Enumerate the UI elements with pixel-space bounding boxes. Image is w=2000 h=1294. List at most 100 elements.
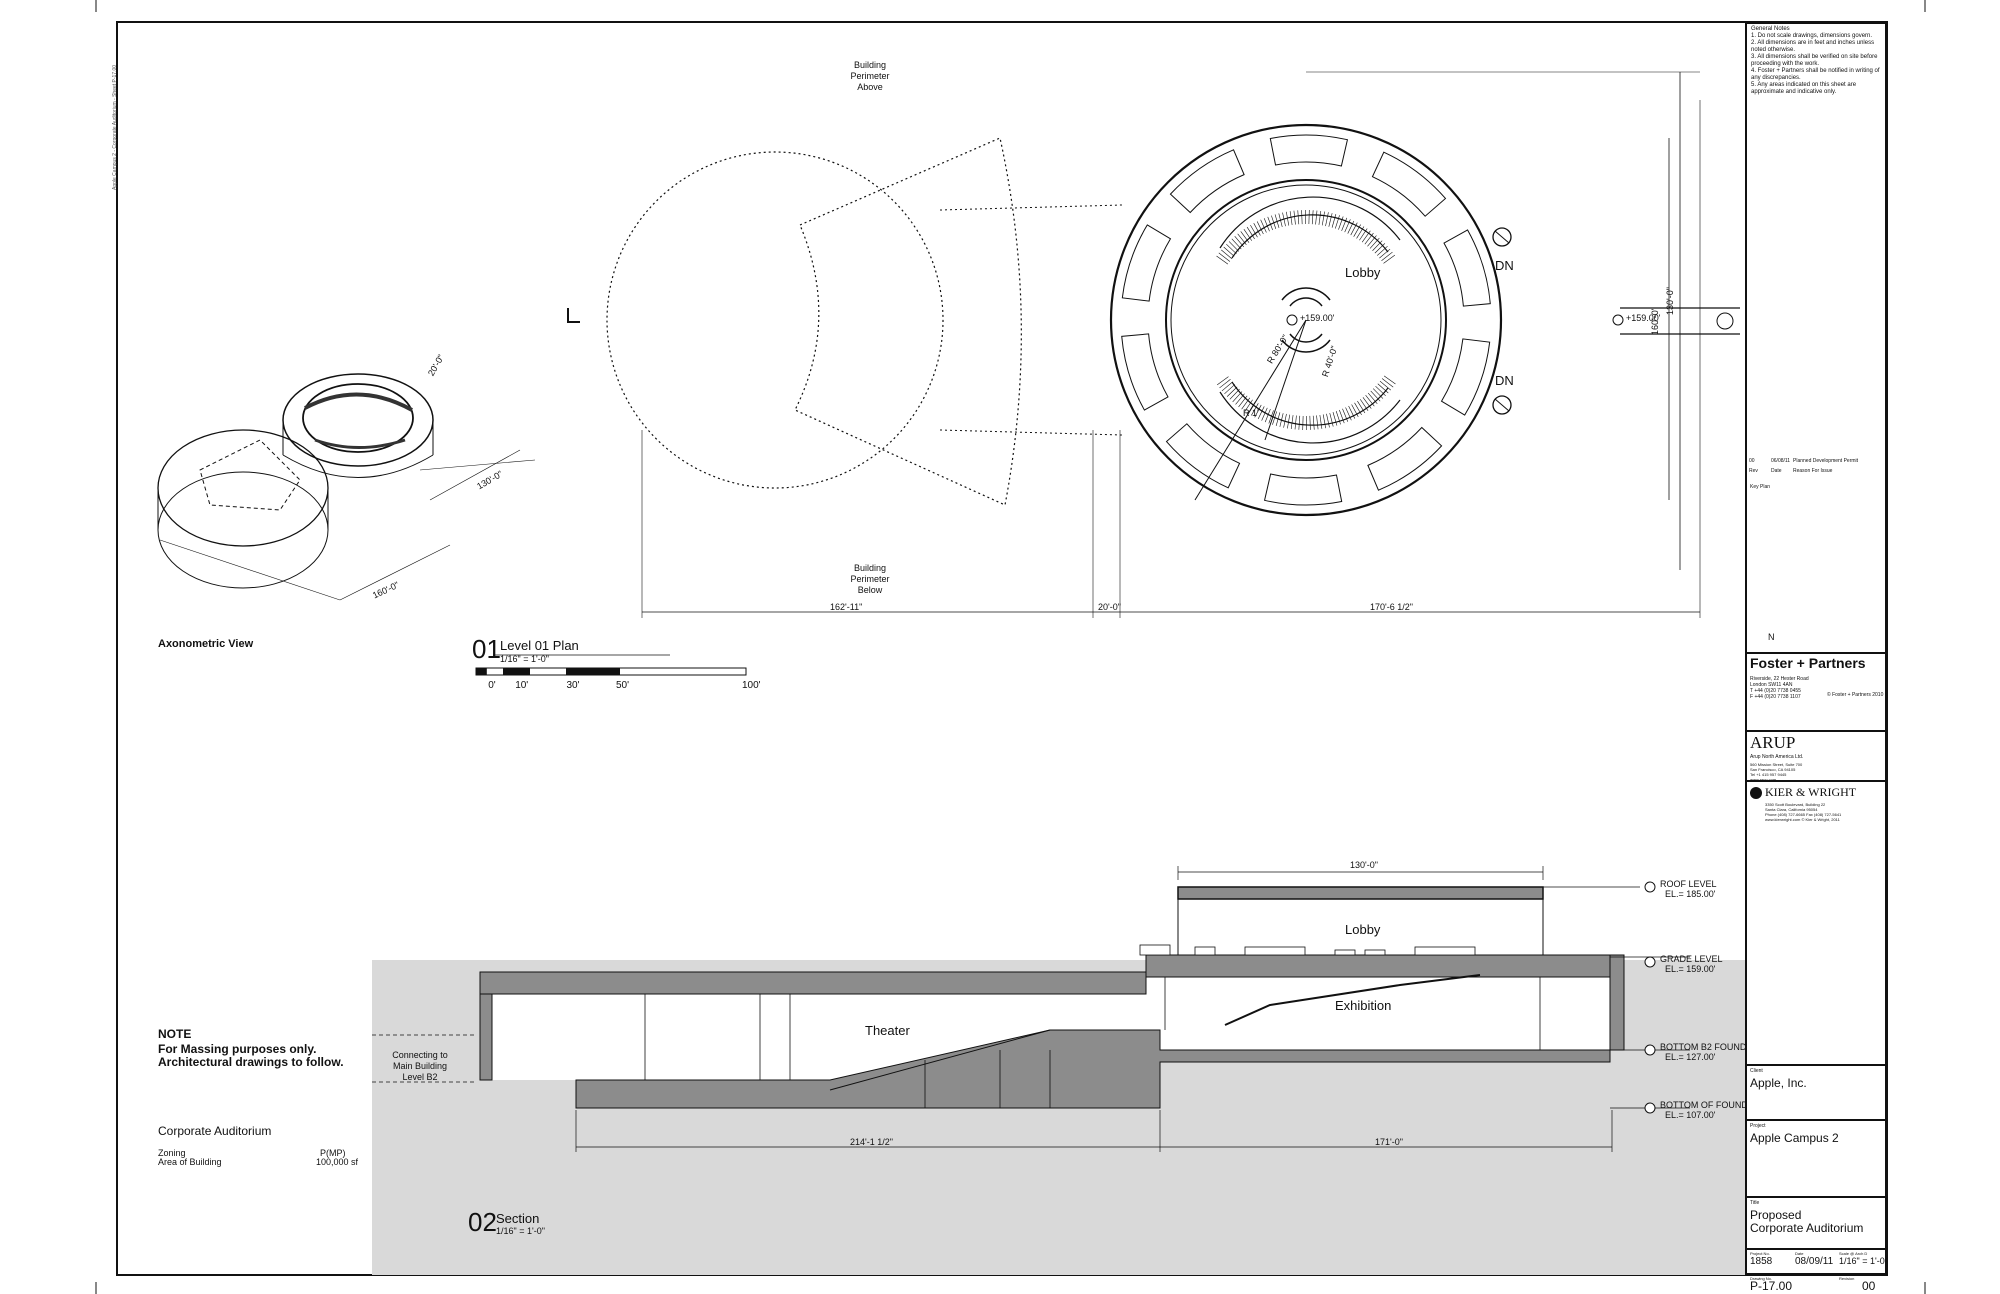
revision-reason: Planned Development Permit xyxy=(1793,458,1859,464)
engineer-address-3: Tel +1 415 957 9445 xyxy=(1750,772,1787,777)
level-roof-elev: EL.= 185.00' xyxy=(1665,889,1716,899)
civil-address-3: Phone (408) 727-6665 Fax (408) 727-5641 xyxy=(1765,812,1842,817)
level-grade-name: GRADE LEVEL xyxy=(1660,954,1723,964)
general-note-2: 2. All dimensions are in feet and inches… xyxy=(1751,40,1875,53)
architect-address-3: T +44 (0)20 7738 0455 xyxy=(1750,688,1801,694)
revision-header-reason: Reason For Issue xyxy=(1793,468,1833,474)
level-b2-elev: EL.= 127.00' xyxy=(1665,1052,1716,1062)
general-note-4: 4. Foster + Partners shall be notified i… xyxy=(1751,68,1880,81)
level-foundation-elev: EL.= 107.00' xyxy=(1665,1110,1716,1120)
section-dim-bottom-right: 171'-0" xyxy=(1375,1137,1403,1147)
project-info-row: Project No. 1858 Date 08/09/11 Scale @ A… xyxy=(1747,1248,1888,1273)
architect-address-1: Riverside, 22 Hester Road xyxy=(1750,676,1809,682)
level-roof-name: ROOF LEVEL xyxy=(1660,879,1717,889)
north-label: N xyxy=(1768,632,1775,642)
engineer-address-1: 560 Mission Street, Suite 700 xyxy=(1750,762,1803,767)
client-block: Client Apple, Inc. xyxy=(1747,1064,1885,1119)
svg-text:0': 0' xyxy=(488,680,496,691)
section-dim-top: 130'-0" xyxy=(1350,860,1378,870)
project-label: Project xyxy=(1750,1123,1766,1129)
general-note-1: 1. Do not scale drawings, dimensions gov… xyxy=(1751,33,1873,39)
scale-bar-plan: 0'10'30'50'100' xyxy=(475,667,761,691)
key-plan-label: Key Plan xyxy=(1750,484,1771,490)
drawing-no-row: Drawing No. P-17.00 Revision 00 xyxy=(1747,1273,1885,1293)
civil-name: KIER & WRIGHT xyxy=(1765,785,1857,799)
general-note-5: 5. Any areas indicated on this sheet are… xyxy=(1751,82,1857,95)
zoning-title: Corporate Auditorium xyxy=(158,1124,272,1138)
project-block: Project Apple Campus 2 xyxy=(1747,1119,1885,1196)
engineer-block: ARUP Arup North America Ltd. 560 Mission… xyxy=(1747,730,1885,782)
plan-drawing-number: 01 xyxy=(472,634,501,664)
note-line-1: For Massing purposes only. xyxy=(158,1042,317,1056)
perimeter-above-label: Building Perimeter Above xyxy=(850,60,890,92)
title-block: General Notes 1. Do not scale drawings, … xyxy=(1745,22,1888,1293)
civil-address-2: Santa Clara, California 95054 xyxy=(1765,807,1818,812)
architect-name: Foster + Partners xyxy=(1750,655,1866,671)
project-no-label: Project No. xyxy=(1750,1251,1770,1256)
radius-label-3: R 1' xyxy=(1243,408,1259,418)
engineer-sub: Arup North America Ltd. xyxy=(1750,754,1804,760)
level-foundation-name: BOTTOM OF FOUNDATION xyxy=(1660,1100,1775,1110)
scale-label: Scale @ Arch D xyxy=(1839,1251,1868,1256)
title-line-1: Proposed xyxy=(1750,1208,1802,1222)
auditorium-outer-wall xyxy=(1109,123,1503,517)
title-line-2: Corporate Auditorium xyxy=(1750,1221,1864,1235)
building-perimeter-dotted xyxy=(606,151,944,489)
drawing-no: P-17.00 xyxy=(1750,1279,1793,1293)
spot-elev-center: +159.00' xyxy=(1300,313,1335,323)
dn-label-bottom: DN xyxy=(1495,373,1514,388)
plan-drawing-title: Level 01 Plan xyxy=(500,638,579,653)
project-name: Apple Campus 2 xyxy=(1750,1131,1839,1145)
area-value: 100,000 sf xyxy=(316,1157,359,1167)
drawing-no-label: Drawing No. xyxy=(1750,1276,1773,1281)
civil-address-4: www.kierwright.com © Kier & Wright, 2011 xyxy=(1765,817,1840,822)
svg-text:100': 100' xyxy=(742,680,761,691)
crop-marks xyxy=(95,0,1926,1294)
auditorium-inner-wall xyxy=(1165,179,1447,461)
level-grade-elev: EL.= 159.00' xyxy=(1665,964,1716,974)
engineer-name: ARUP xyxy=(1750,733,1796,752)
revision-value: 00 xyxy=(1862,1279,1876,1293)
section-drawing-title: Section xyxy=(496,1211,540,1226)
engineer-address: 560 Mission Street, Suite 700 San Franci… xyxy=(1750,762,1802,782)
kier-wright-logo-icon xyxy=(1750,787,1762,799)
section-drawing-scale: 1/16" = 1'-0" xyxy=(496,1226,545,1236)
svg-text:30': 30' xyxy=(567,680,580,691)
revision-label: Revision xyxy=(1839,1276,1855,1281)
seating-arc-bottom xyxy=(1219,381,1401,444)
sheet-title-block: Title Proposed Corporate Auditorium xyxy=(1747,1196,1885,1248)
seating-arc-top xyxy=(1219,196,1401,259)
pentagon-dotted xyxy=(794,137,1022,506)
client-name: Apple, Inc. xyxy=(1750,1076,1807,1090)
plan-drawing-scale: 1/16" = 1'-0" xyxy=(500,654,549,664)
section-drawing xyxy=(372,866,1745,1275)
dn-label-top: DN xyxy=(1495,258,1514,273)
project-no: 1858 xyxy=(1750,1256,1773,1267)
date-label: Date xyxy=(1795,1251,1804,1256)
title-label: Title xyxy=(1750,1200,1760,1206)
section-dim-bottom-left: 214'-1 1/2" xyxy=(850,1137,893,1147)
engineer-address-4: www.arup.com xyxy=(1750,777,1777,782)
architect-block: Foster + Partners Riverside, 22 Hester R… xyxy=(1747,652,1885,730)
central-core xyxy=(1281,287,1331,353)
note-heading: NOTE xyxy=(158,1027,192,1041)
section-exhibition-label: Exhibition xyxy=(1335,998,1392,1013)
dim-mid: 20'-0" xyxy=(1098,602,1121,612)
level-b2-name: BOTTOM B2 FOUNDATION xyxy=(1660,1042,1774,1052)
civil-address-1: 3350 Scott Boulevard, Building 22 xyxy=(1765,802,1826,807)
dim-vertical: 130'-0" xyxy=(1665,287,1675,315)
date-value: 08/09/11 xyxy=(1795,1256,1834,1267)
spot-elev-right: +159.00' xyxy=(1626,313,1661,323)
section-connect-label: Connecting to Main Building Level B2 xyxy=(392,1050,448,1082)
client-label: Client xyxy=(1750,1068,1763,1074)
architect-address: Riverside, 22 Hester Road London SW11 4A… xyxy=(1750,676,1809,700)
architect-address-2: London SW11 4AN xyxy=(1750,682,1793,688)
svg-text:50': 50' xyxy=(616,680,629,691)
general-note-3: 3. All dimensions shall be verified on s… xyxy=(1751,54,1878,67)
note-line-2: Architectural drawings to follow. xyxy=(158,1055,344,1069)
revision-date: 06/08/11 xyxy=(1771,458,1791,464)
axonometric-title: Axonometric View xyxy=(158,638,254,650)
revision-header-rev: Rev xyxy=(1749,468,1758,474)
margin-text: Apple Campus 2 - Corporate Auditorium - … xyxy=(112,64,118,190)
